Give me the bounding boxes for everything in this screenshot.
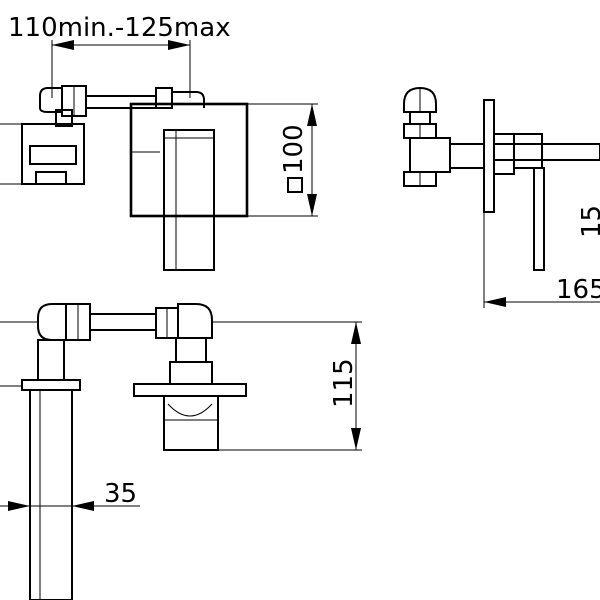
side-body: [409, 137, 451, 173]
dim-label-depth: 115: [329, 358, 359, 408]
square-symbol: [287, 177, 303, 193]
dim-label-square: 100: [279, 124, 309, 174]
valve-slot: [29, 145, 77, 165]
pipe-horizontal: [85, 95, 157, 109]
knob: [403, 86, 437, 113]
plan-elbow-right: [177, 303, 213, 339]
plan-wall-plate: [133, 383, 247, 397]
front-view: 110min.-125max 100: [0, 13, 318, 271]
plan-view: 35 115: [0, 303, 362, 600]
side-wall-plate: [483, 99, 495, 213]
dim-label-spacing: 110min.-125max: [8, 13, 231, 43]
arrow-left: [52, 40, 74, 50]
dim-label-projection: 165: [556, 275, 600, 305]
arrow-right: [168, 40, 190, 50]
dim-label-pipe: 35: [104, 479, 137, 509]
side-view: 165 15: [403, 86, 600, 308]
side-spindle: [449, 143, 485, 169]
plan-elbow-left: [37, 303, 67, 341]
side-lever: [533, 167, 545, 271]
plan-flange-left: [21, 379, 81, 391]
plan-body-left: [29, 389, 73, 600]
valve-body: [21, 123, 85, 185]
pipe-nut-right: [155, 87, 173, 109]
elbow: [39, 87, 63, 113]
lever-handle: [163, 129, 215, 271]
elbow-right: [172, 91, 205, 108]
plan-cartridge: [163, 395, 219, 451]
spout: [493, 143, 600, 161]
plan-pipe: [89, 313, 157, 331]
dim-label-height: 15: [577, 205, 600, 238]
wall-plate: [129, 102, 249, 218]
